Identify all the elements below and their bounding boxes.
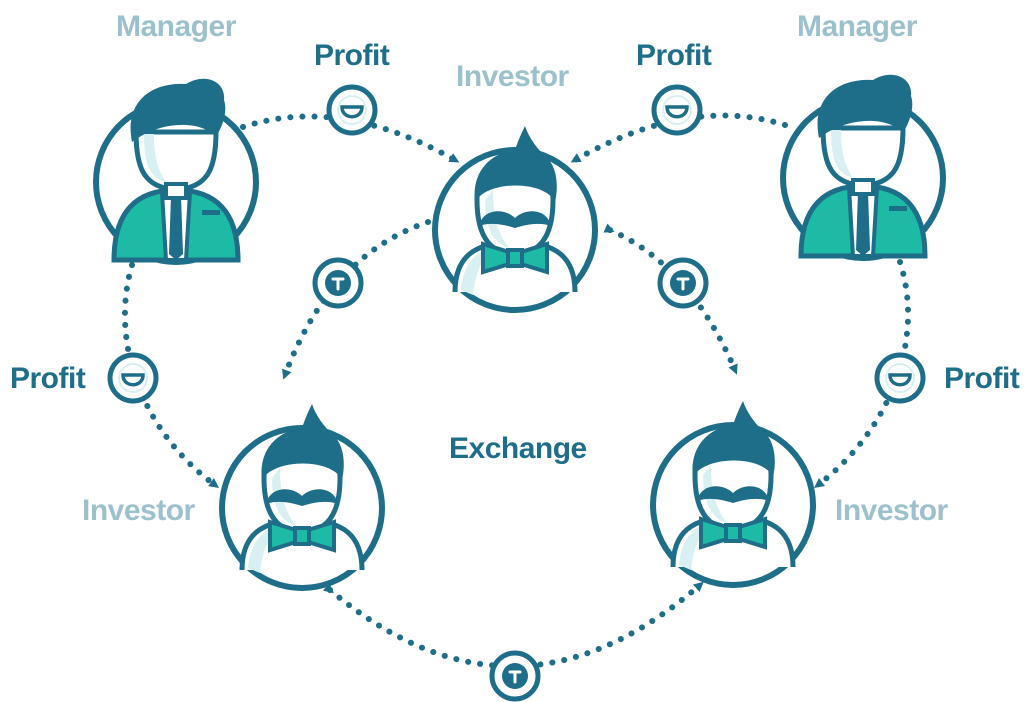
manager-right-label: Manager (797, 10, 917, 43)
profit-top-right-label: Profit (636, 39, 712, 72)
token-coin-left (315, 260, 361, 306)
investor-bottom-right-avatar (653, 401, 813, 585)
investor-top-label: Investor (456, 60, 569, 93)
connector-manager-left-to-investor-top (240, 113, 460, 163)
manager-left-label: Manager (116, 10, 236, 43)
token-coin-right (660, 260, 706, 306)
investor-top-avatar (435, 126, 595, 310)
manager-left-avatar (96, 79, 256, 262)
manager-right-avatar (783, 75, 943, 258)
profit-coin-right (877, 355, 923, 401)
investor-bottom-left-avatar (222, 404, 382, 588)
connector-investor-top-to-investor-bottom-left (282, 219, 431, 380)
token-coin-bottom (492, 653, 538, 699)
exchange-label: Exchange (449, 432, 587, 465)
connector-manager-right-to-investor-top (570, 112, 788, 163)
investor-bottom-right-label: Investor (835, 494, 948, 527)
profit-right-label: Profit (944, 362, 1020, 395)
profit-left-label: Profit (10, 362, 86, 395)
profit-coin-top-left (329, 87, 375, 133)
profit-top-left-label: Profit (314, 39, 390, 72)
investor-bottom-left-label: Investor (82, 494, 195, 527)
connector-investor-top-to-investor-bottom-right (603, 223, 738, 375)
profit-coin-left (110, 355, 156, 401)
profit-coin-top-right (654, 87, 700, 133)
